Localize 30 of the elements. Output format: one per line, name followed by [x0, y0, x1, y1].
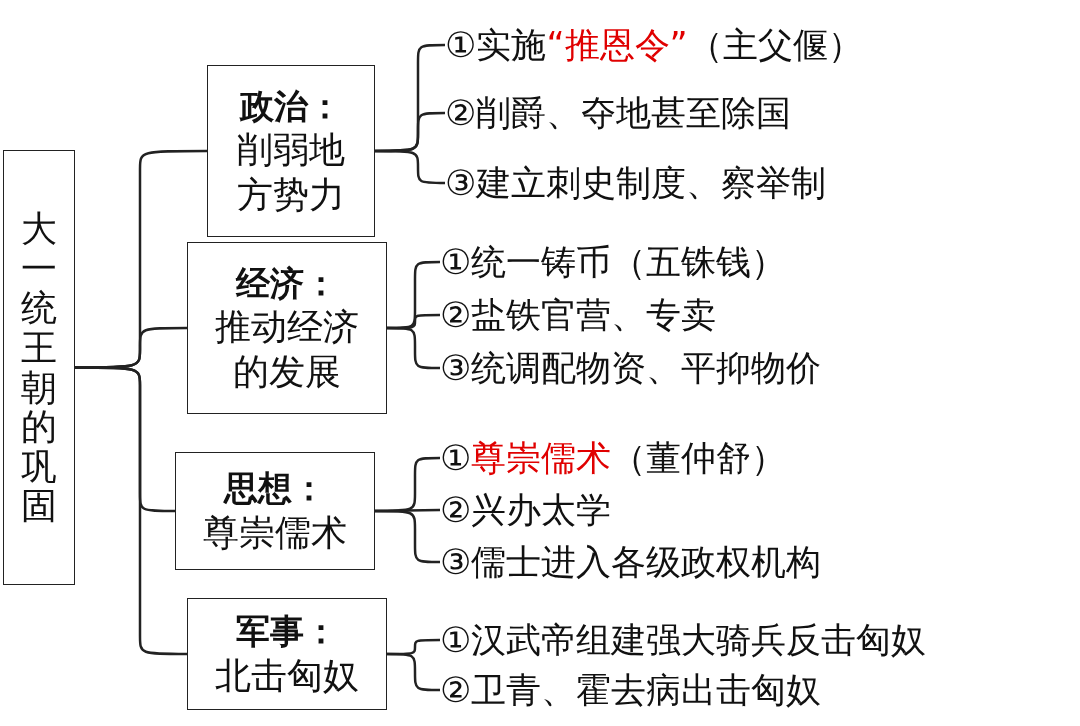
item-text: ③建立刺史制度、察举制 — [445, 162, 827, 204]
item-text: ②卫青、霍去病出击匈奴 — [440, 669, 822, 711]
category-box — [187, 598, 387, 710]
category-heading: 军事： — [236, 610, 338, 653]
item-text: ①实施“推恩令”（主父偃） — [445, 24, 863, 66]
category-text: 推动经济的发展 — [214, 305, 360, 395]
category-box — [187, 242, 387, 414]
item-text: ②削爵、夺地甚至除国 — [445, 92, 792, 134]
brace-connector — [375, 149, 445, 185]
item-text: ②盐铁官营、专卖 — [440, 294, 717, 336]
title-box — [3, 150, 75, 585]
category-heading: 思想： — [224, 467, 326, 510]
brace-connector — [75, 366, 187, 656]
item-text: ①统一铸币（五铢钱） — [440, 241, 787, 283]
brace-connector — [387, 652, 440, 692]
item-text: ①尊崇儒术（董仲舒） — [440, 437, 787, 479]
item-text: ②兴办太学 — [440, 489, 612, 531]
title-text: 大一统王朝的巩固 — [21, 209, 57, 526]
category-text: 尊崇儒术 — [203, 510, 347, 555]
category-heading: 政治： — [240, 84, 342, 128]
item-text: ①汉武帝组建强大骑兵反击匈奴 — [440, 619, 927, 661]
category-box — [207, 65, 375, 237]
category-text: 北击匈奴 — [215, 653, 359, 698]
category-box — [175, 452, 375, 570]
category-heading: 经济： — [236, 261, 338, 305]
category-text: 削弱地方势力 — [236, 128, 346, 218]
item-text: ③统调配物资、平抑物价 — [440, 347, 822, 389]
brace-connector — [375, 509, 440, 564]
item-text: ③儒士进入各级政权机构 — [440, 541, 822, 583]
brace-connector — [387, 326, 440, 370]
